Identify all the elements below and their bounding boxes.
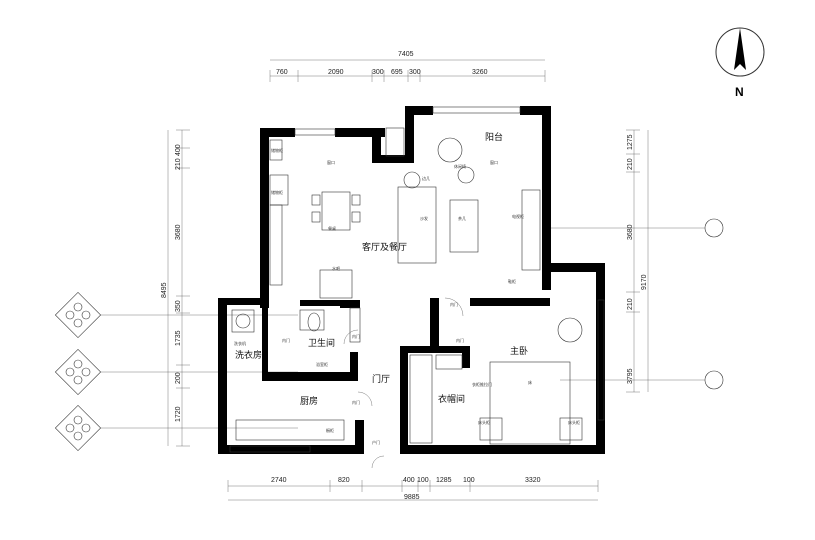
label-bed: 床 <box>528 379 532 385</box>
label-leisure-chair: 休闲椅 <box>454 163 466 169</box>
dim-bottom-seg: 400 <box>403 477 415 484</box>
dim-bottom-seg: 820 <box>338 477 350 484</box>
room-bathroom: 卫生间 <box>308 337 335 349</box>
room-balcony: 阳台 <box>485 131 503 143</box>
label-window: 窗口 <box>327 159 335 165</box>
label-storage: 储物柜 <box>271 147 283 153</box>
axis-markers-right <box>550 218 724 390</box>
label-nightstand: 床头柜 <box>568 419 580 425</box>
label-door: 内门 <box>450 301 458 307</box>
dim-top-seg: 3260 <box>472 69 488 76</box>
room-closet: 衣帽间 <box>438 393 465 405</box>
label-side-table: 边几 <box>422 175 430 181</box>
dim-top-seg: 760 <box>276 69 288 76</box>
dim-left-seg: 1720 <box>175 406 182 422</box>
dim-top-seg: 695 <box>391 69 403 76</box>
label-door: 内门 <box>282 337 290 343</box>
north-label: N <box>735 85 744 99</box>
dim-bottom-seg: 100 <box>463 477 475 484</box>
room-laundry: 洗衣房 <box>235 349 262 361</box>
label-dining-table: 餐桌 <box>328 225 336 231</box>
north-arrow: N <box>715 27 765 99</box>
dim-bottom-seg: 100 <box>417 477 429 484</box>
dim-left-seg: 3680 <box>175 224 182 240</box>
label-tv-cabinet: 电视柜 <box>512 213 524 219</box>
left-dimensions: 8495 400 210 3680 350 1735 200 1720 <box>161 129 190 447</box>
dim-left-seg: 400 <box>175 144 182 156</box>
room-foyer: 门厅 <box>372 373 390 385</box>
label-door: 内门 <box>352 333 360 339</box>
dim-top-total: 7405 <box>398 51 414 58</box>
label-shoe-cabinet: 鞋柜 <box>508 278 516 284</box>
dim-right-seg: 1275 <box>627 134 634 150</box>
dim-right-seg: 3680 <box>627 224 634 240</box>
dim-right-total: 9170 <box>641 274 648 290</box>
furniture <box>231 137 583 445</box>
windows <box>229 106 605 453</box>
label-nightstand: 床头柜 <box>478 419 490 425</box>
dim-left-seg: 1735 <box>175 330 182 346</box>
dim-top-seg: 300 <box>372 69 384 76</box>
room-kitchen: 厨房 <box>300 395 318 407</box>
dim-right-seg: 210 <box>627 158 634 170</box>
dim-bottom-total: 9885 <box>404 494 420 501</box>
label-cabinet: 橱柜 <box>326 427 334 433</box>
room-living-dining: 客厅及餐厅 <box>362 241 407 253</box>
room-master-bedroom: 主卧 <box>510 345 528 357</box>
dim-left-seg: 210 <box>175 158 182 170</box>
label-storage: 储物柜 <box>271 189 283 195</box>
dim-top-seg: 300 <box>409 69 421 76</box>
label-window: 窗口 <box>490 159 498 165</box>
dim-left-seg: 200 <box>175 372 182 384</box>
door-swings <box>343 297 464 469</box>
label-water-bar: 水吧 <box>332 265 340 271</box>
dim-left-seg: 350 <box>175 300 182 312</box>
bottom-dimensions: 2740 820 400 100 1285 100 3320 9885 <box>227 477 599 501</box>
label-door: 内门 <box>456 337 464 343</box>
top-dimensions: 7405 760 2090 300 695 300 3260 <box>269 51 546 82</box>
axis-markers-left <box>54 291 298 452</box>
label-entry-door: 户门 <box>372 439 380 445</box>
dim-top-seg: 2090 <box>328 69 344 76</box>
label-wardrobe-door: 衣柜推拉门 <box>472 381 492 387</box>
walls <box>218 106 605 454</box>
label-sofa: 沙发 <box>420 215 428 221</box>
dim-left-total: 8495 <box>161 282 168 298</box>
room-labels: 阳台 客厅及餐厅 卫生间 洗衣房 门厅 主卧 衣帽间 厨房 <box>235 131 528 407</box>
label-door: 内门 <box>352 399 360 405</box>
dim-bottom-seg: 2740 <box>271 477 287 484</box>
furniture-labels: 窗口 窗口 储物柜 储物柜 餐桌 沙发 茶几 电视柜 边几 休闲椅 水吧 鞋柜 … <box>234 147 580 445</box>
label-bath-cabinet: 浴室柜 <box>316 361 328 367</box>
label-washer: 洗衣机 <box>234 340 246 346</box>
right-dimensions: 1275 210 3680 210 3795 9170 <box>626 129 649 393</box>
dim-right-seg: 3795 <box>627 368 634 384</box>
label-coffee-table: 茶几 <box>458 215 466 221</box>
dim-bottom-seg: 3320 <box>525 477 541 484</box>
dim-bottom-seg: 1285 <box>436 477 452 484</box>
dim-right-seg: 210 <box>627 298 634 310</box>
